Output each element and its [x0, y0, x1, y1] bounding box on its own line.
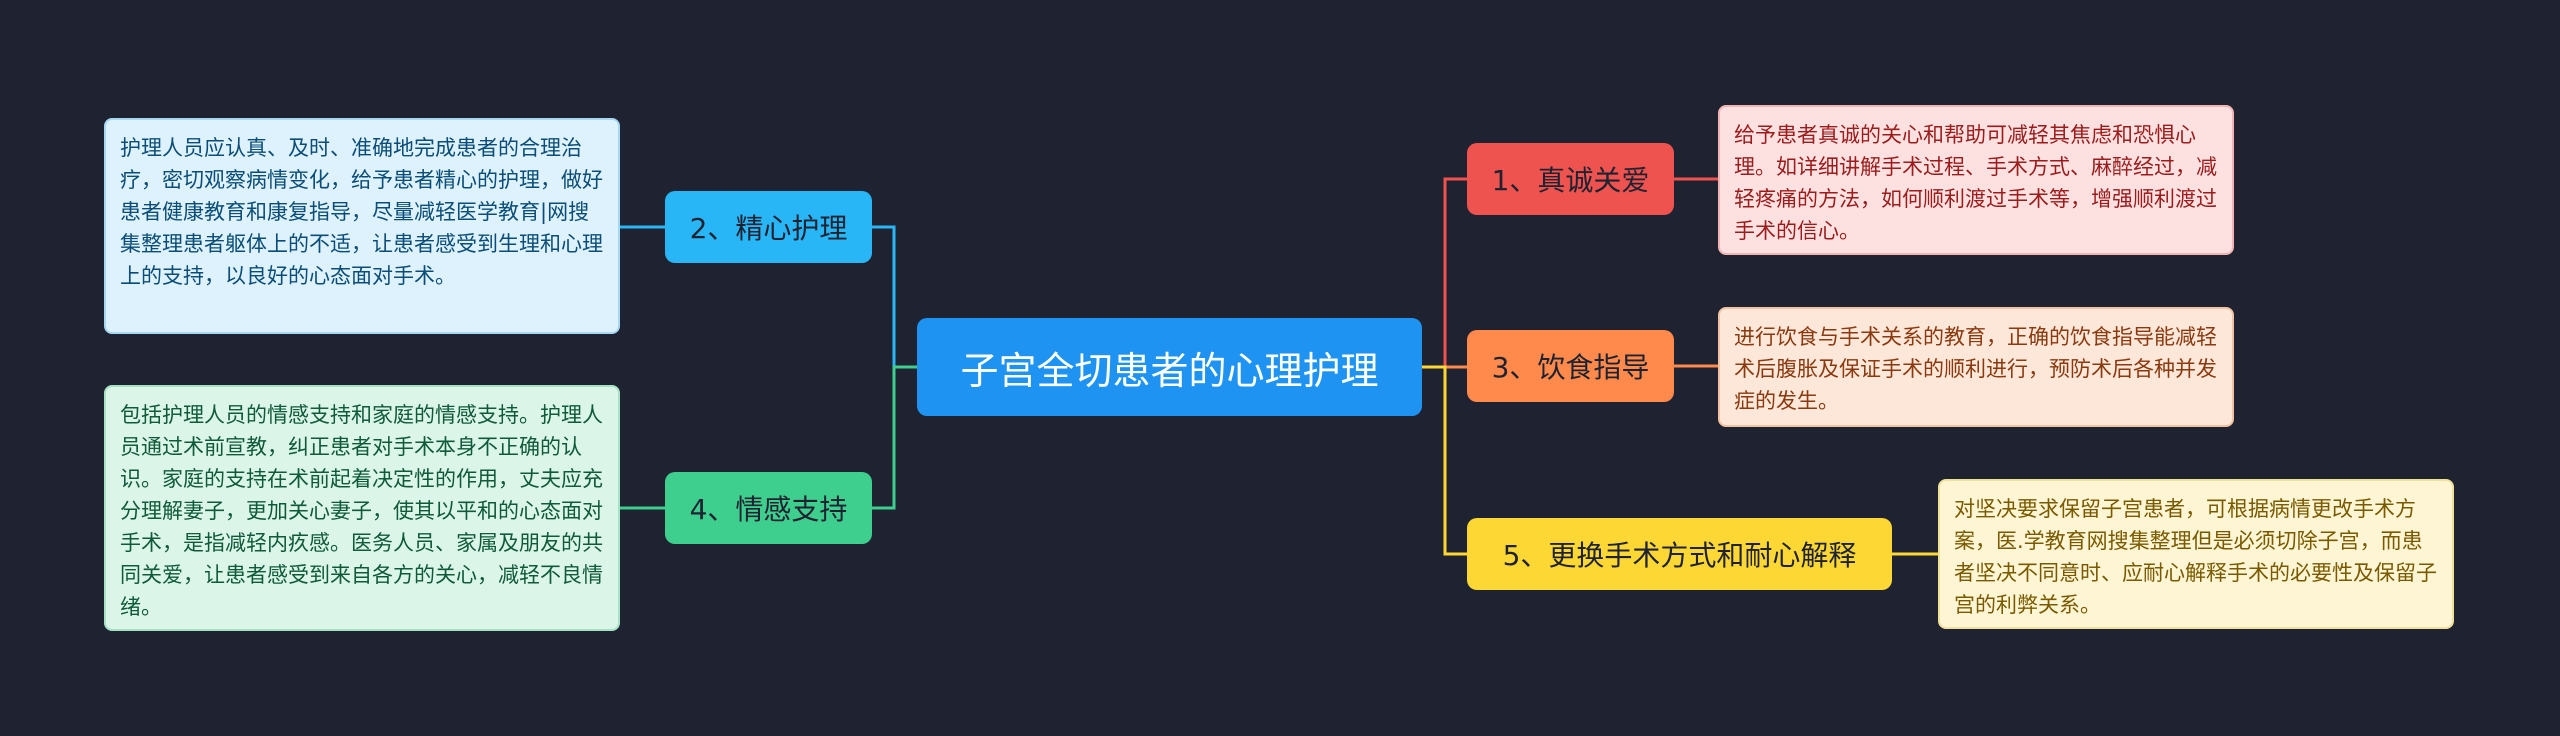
- branch-emotional-support[interactable]: 4、情感支持: [665, 472, 872, 544]
- root-topic[interactable]: 子宫全切患者的心理护理: [917, 318, 1422, 416]
- leaf-change-surgery[interactable]: 对坚决要求保留子宫患者，可根据病情更改手术方案，医.学教育网搜集整理但是必须切除…: [1938, 479, 2454, 629]
- link-root-b5: [1422, 365, 1467, 556]
- leaf-careful-nursing[interactable]: 护理人员应认真、及时、准确地完成患者的合理治疗，密切观察病情变化，给予患者精心的…: [104, 118, 620, 334]
- leaf-diet-guidance[interactable]: 进行饮食与手术关系的教育，正确的饮食指导能减轻术后腹胀及保证手术的顺利进行，预防…: [1718, 307, 2234, 427]
- branch-careful-nursing[interactable]: 2、精心护理: [665, 191, 872, 263]
- leaf-sincere-care[interactable]: 给予患者真诚的关心和帮助可减轻其焦虑和恐惧心理。如详细讲解手术过程、手术方式、麻…: [1718, 105, 2234, 255]
- link-root-b4: [872, 365, 917, 510]
- branch-diet-guidance[interactable]: 3、饮食指导: [1467, 330, 1674, 402]
- link-root-b1: [1422, 177, 1467, 369]
- link-root-b2: [872, 225, 917, 369]
- leaf-emotional-support[interactable]: 包括护理人员的情感支持和家庭的情感支持。护理人员通过术前宣教，纠正患者对手术本身…: [104, 385, 620, 631]
- branch-change-surgery[interactable]: 5、更换手术方式和耐心解释: [1467, 518, 1892, 590]
- branch-sincere-care[interactable]: 1、真诚关爱: [1467, 143, 1674, 215]
